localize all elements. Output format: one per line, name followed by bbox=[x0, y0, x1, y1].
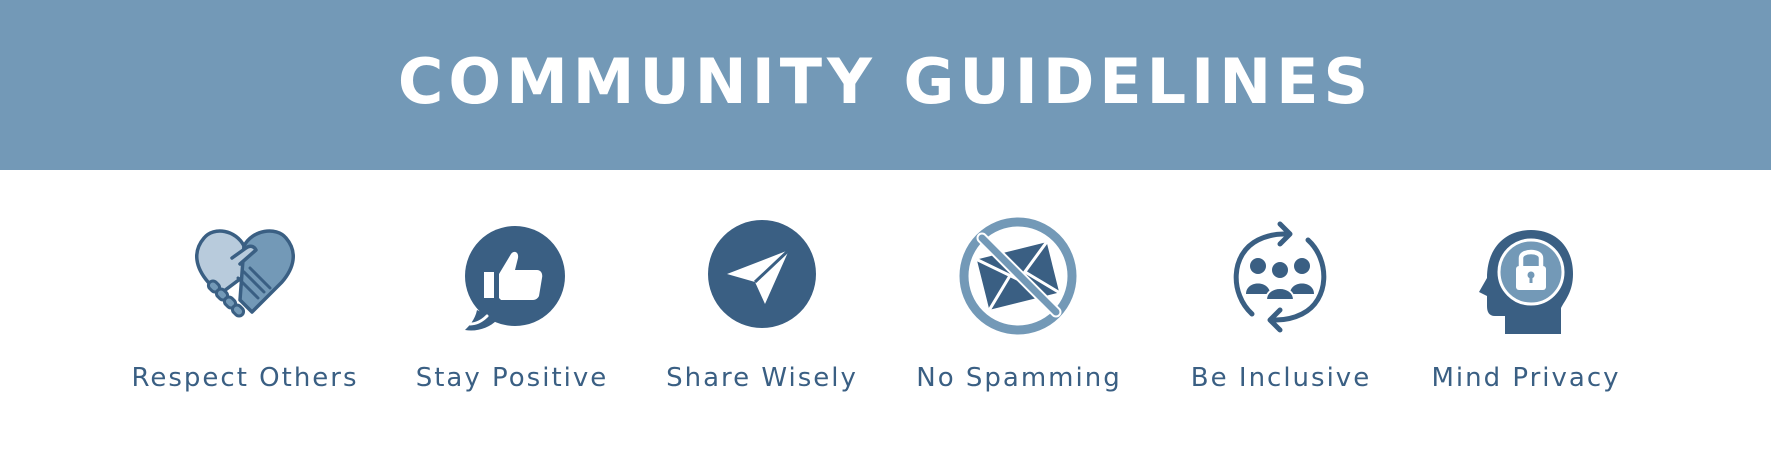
guideline-mind-privacy: Mind Privacy bbox=[1406, 212, 1646, 412]
guideline-label: Be Inclusive bbox=[1190, 363, 1372, 393]
guideline-label: No Spamming bbox=[916, 363, 1122, 393]
privacy-head-icon bbox=[1461, 212, 1591, 342]
guideline-share-wisely: Share Wisely bbox=[642, 212, 882, 412]
guideline-be-inclusive: Be Inclusive bbox=[1161, 212, 1401, 412]
guideline-no-spamming: No Spamming bbox=[899, 212, 1139, 412]
header-banner: COMMUNITY GUIDELINES bbox=[0, 0, 1771, 170]
handshake-heart-icon bbox=[180, 212, 310, 342]
guideline-respect-others: Respect Others bbox=[125, 212, 365, 412]
no-mail-icon bbox=[954, 212, 1084, 342]
guideline-label: Respect Others bbox=[131, 363, 359, 393]
paper-plane-icon bbox=[697, 212, 827, 342]
inclusive-group-icon bbox=[1216, 212, 1346, 342]
thumbs-up-bubble-icon bbox=[447, 212, 577, 342]
guideline-label: Mind Privacy bbox=[1431, 363, 1621, 393]
guideline-label: Stay Positive bbox=[415, 363, 609, 393]
guideline-stay-positive: Stay Positive bbox=[392, 212, 632, 412]
guideline-label: Share Wisely bbox=[666, 363, 858, 393]
page-title: COMMUNITY GUIDELINES bbox=[397, 44, 1374, 118]
